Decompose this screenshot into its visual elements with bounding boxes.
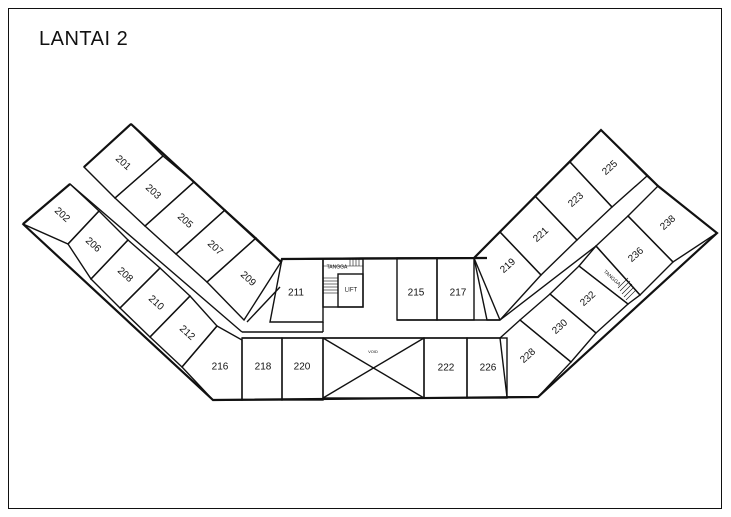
room-236-label: 236 (626, 245, 646, 265)
room-223-label: 223 (566, 190, 586, 210)
room-210-label: 210 (146, 293, 166, 313)
room-205-label: 205 (175, 211, 195, 231)
room-226-label: 226 (480, 363, 497, 374)
room-216-label: 216 (212, 362, 229, 373)
room-228-label: 228 (518, 346, 538, 366)
floor-title: LANTAI 2 (39, 28, 129, 50)
room-211-label: 211 (288, 288, 304, 299)
room-215-label: 215 (408, 288, 425, 299)
room-225-label: 225 (600, 158, 620, 178)
room-238-label: 238 (658, 213, 678, 233)
room-232-label: 232 (578, 289, 598, 309)
room-218-label: 218 (255, 362, 272, 373)
right-wing-lower (499, 175, 719, 398)
void-cross (322, 337, 425, 399)
room-217-label: 217 (450, 288, 467, 299)
room-220-label: 220 (294, 362, 311, 373)
lift-label: LIFT (345, 288, 358, 294)
room-207-label: 207 (205, 238, 225, 258)
room-219-label: 219 (498, 256, 518, 276)
room-201-label: 201 (113, 153, 133, 173)
room-206-label: 206 (83, 235, 103, 255)
room-221-label: 221 (531, 225, 551, 245)
room-230-label: 230 (550, 317, 570, 337)
void-label: VOID (368, 349, 378, 354)
room-222-label: 222 (438, 363, 455, 374)
central-stairs-label: TANGGA (327, 264, 348, 270)
room-202-label: 202 (52, 205, 72, 225)
room-203-label: 203 (143, 182, 163, 202)
room-212-label: 212 (177, 323, 197, 343)
page-frame (8, 8, 722, 509)
room-208-label: 208 (115, 265, 135, 285)
room-209-label: 209 (238, 269, 258, 289)
right-wing-upper (473, 129, 649, 321)
right-stairs-icon (617, 277, 637, 301)
central-stairs-icon (323, 259, 363, 294)
central-block (181, 257, 508, 401)
